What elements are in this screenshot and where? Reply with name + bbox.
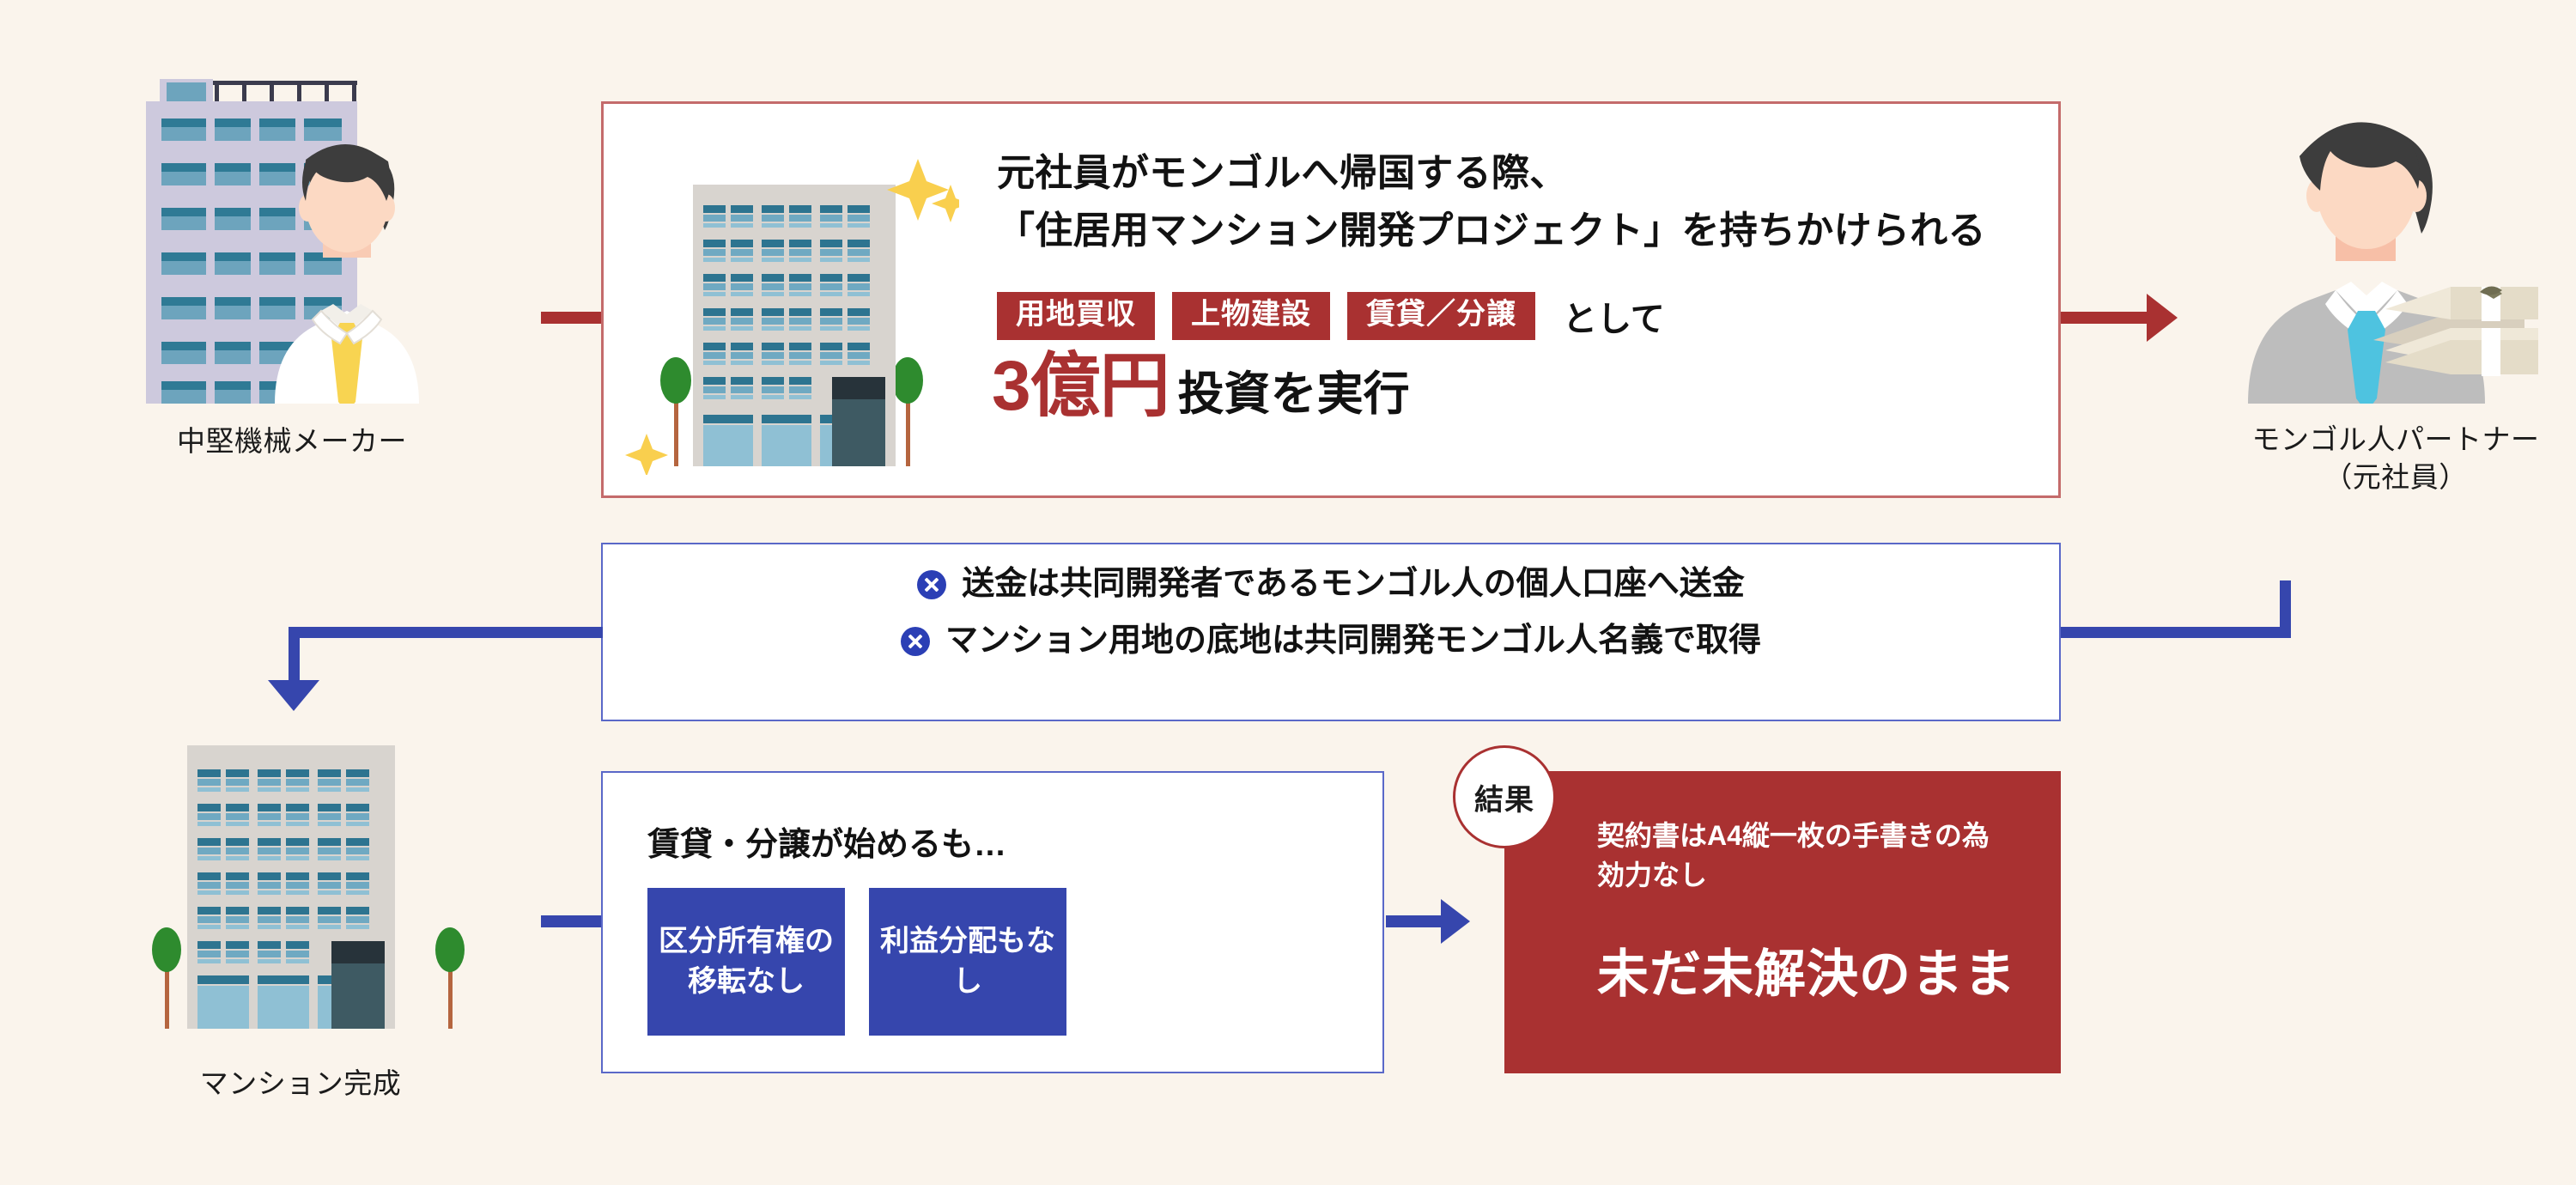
arrow-right-red-icon [2147, 294, 2178, 342]
outcome-chip-no-title-transfer: 区分所有権の 移転なし [647, 888, 845, 1036]
right-actor-label: モンゴル人パートナー （元社員） [2251, 423, 2540, 493]
investment-amount-row: 3億円 投資を実行 [992, 351, 1410, 422]
apartment-building-with-trees-icon [129, 738, 489, 1048]
note-item-2-text: マンション用地の底地は共同開発モンゴル人名義で取得 [945, 622, 1761, 659]
left-actor-label: 中堅機械メーカー [177, 425, 407, 457]
office-building-with-businessman-icon [137, 60, 498, 412]
outcome-card: 賃貸・分譲が始めるも… 区分所有権の 移転なし 利益分配もなし [601, 771, 1384, 1073]
apartment-building-with-sparkles-icon [616, 131, 969, 477]
arrow-down-blue-icon [268, 680, 319, 711]
connector-notes-left-h [289, 627, 603, 638]
main-headline: 元社員がモンゴルへ帰国する際、 「住居用マンション開発プロジェクト」を持ちかけら… [997, 145, 1986, 260]
headline-line-1: 元社員がモンゴルへ帰国する際、 [997, 152, 1568, 194]
bottom-left-actor-label: マンション完成 [199, 1067, 402, 1099]
main-investment-card: 元社員がモンゴルへ帰国する際、 「住居用マンション開発プロジェクト」を持ちかけら… [601, 101, 2061, 498]
arrow-right-blue-icon [1441, 899, 1470, 944]
connector-notes-right-h [2061, 627, 2291, 638]
x-circle-icon [900, 626, 930, 656]
note-item-1: 送金は共同開発者であるモンゴル人の個人口座へ送金 [603, 566, 2059, 603]
connector-right-red [2061, 312, 2155, 324]
result-subtitle: 契約書はA4縦一枚の手書きの為 効力なし [1597, 820, 1990, 891]
outcome-title: 賃貸・分譲が始めるも… [647, 827, 1007, 863]
note-item-2: マンション用地の底地は共同開発モンゴル人名義で取得 [603, 623, 2059, 659]
connector-bottom-left-blue [541, 915, 605, 927]
x-circle-icon [917, 569, 947, 599]
connector-left-red [541, 312, 615, 324]
phase-tag-construction: 上物建設 [1172, 292, 1330, 340]
connector-result-blue [1386, 915, 1446, 927]
businessman-with-cash-stacks-icon [2241, 60, 2576, 412]
phase-tag-row: 用地買収 上物建設 賃貸／分譲 として [997, 291, 1665, 341]
headline-line-2: 「住居用マンション開発プロジェクト」を持ちかけられる [997, 209, 1986, 252]
outcome-chip-no-profit-share: 利益分配もなし [869, 888, 1066, 1036]
result-card: 結果 契約書はA4縦一枚の手書きの為 効力なし 未だ未解決のまま [1453, 745, 2061, 1073]
investment-amount-suffix: 投資を実行 [1177, 368, 1410, 420]
connector-notes-left-v [289, 627, 300, 685]
result-headline: 未だ未解決のまま [1597, 945, 2016, 1003]
note-item-1-text: 送金は共同開発者であるモンゴル人の個人口座へ送金 [962, 566, 1745, 602]
notes-card: 送金は共同開発者であるモンゴル人の個人口座へ送金 マンション用地の底地は共同開発… [601, 543, 2061, 721]
investment-amount: 3億円 [992, 347, 1170, 425]
outcome-chip-row: 区分所有権の 移転なし 利益分配もなし [647, 888, 1066, 1036]
result-badge: 結果 [1453, 745, 1556, 848]
connector-notes-right-v [2280, 580, 2291, 632]
phase-tag-land-acquisition: 用地買収 [997, 292, 1155, 340]
phase-tag-rent-or-sale: 賃貸／分譲 [1347, 292, 1535, 340]
phase-tag-suffix: として [1563, 301, 1665, 338]
